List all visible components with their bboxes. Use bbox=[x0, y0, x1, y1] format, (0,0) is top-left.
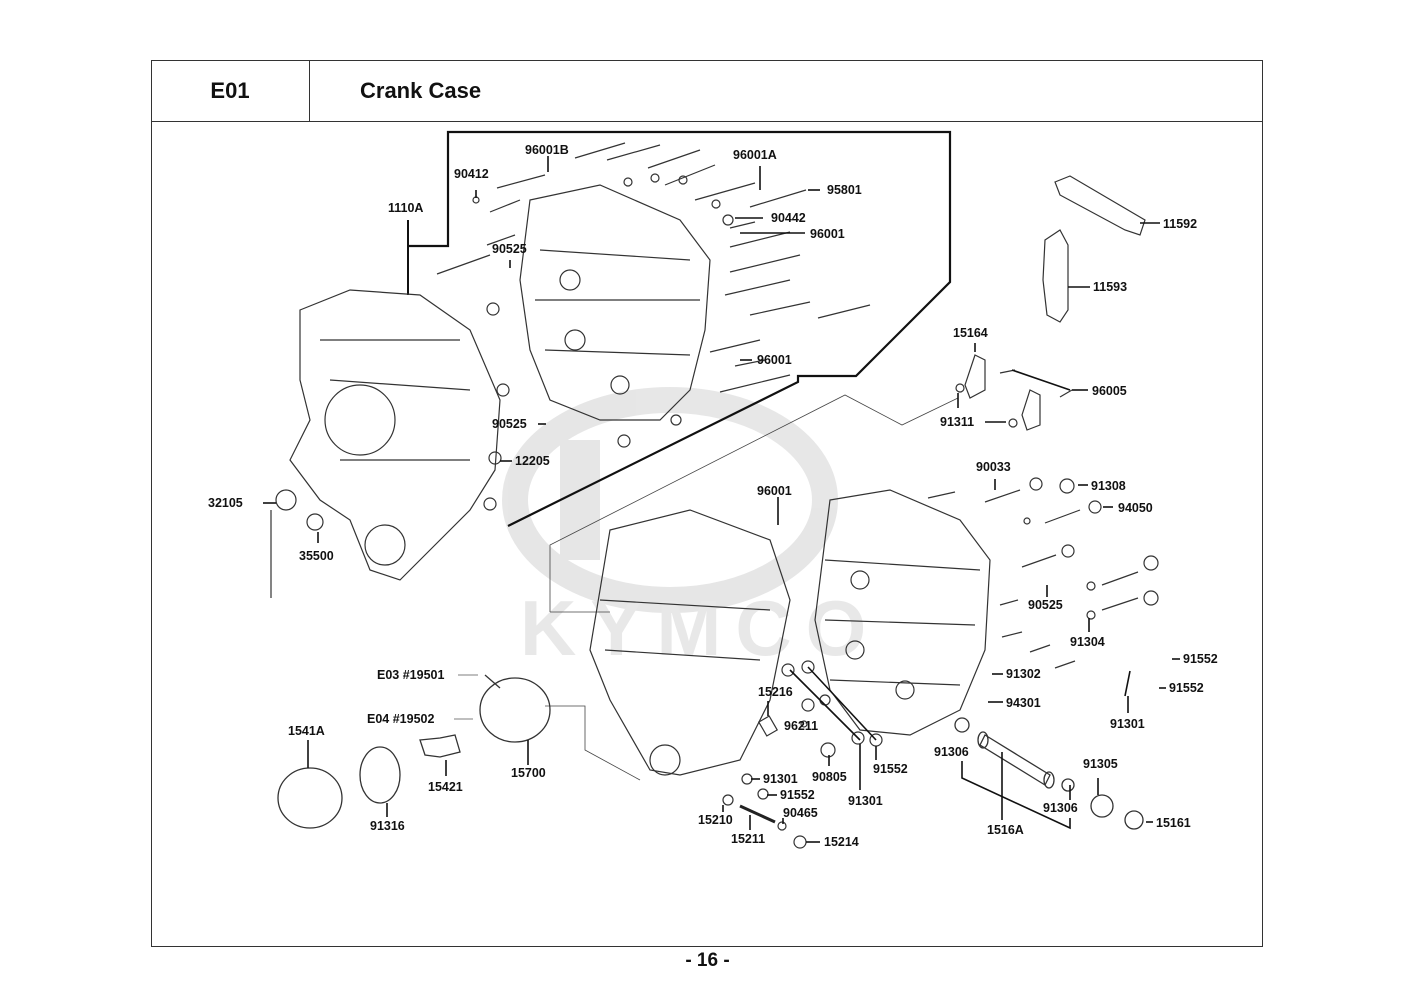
callout-96211[interactable]: 96211 bbox=[784, 719, 818, 733]
lower-middle-small-parts bbox=[722, 660, 883, 849]
callout-96001[interactable]: 96001 bbox=[757, 484, 792, 498]
oil-filter-parts bbox=[277, 674, 551, 829]
dipstick-parts bbox=[270, 489, 324, 598]
crankcase-lower-left bbox=[589, 509, 791, 776]
crankcase-lower-right bbox=[814, 489, 991, 736]
reference-line-1 bbox=[549, 394, 959, 612]
callout-94050[interactable]: 94050 bbox=[1118, 501, 1153, 515]
callout-90442[interactable]: 90442 bbox=[771, 211, 806, 225]
callout-96001[interactable]: 96001 bbox=[810, 227, 845, 241]
callout-91302[interactable]: 91302 bbox=[1006, 667, 1041, 681]
callout-91552[interactable]: 91552 bbox=[873, 762, 908, 776]
callout-91552[interactable]: 91552 bbox=[1183, 652, 1218, 666]
lower-right-dowels bbox=[927, 477, 1159, 669]
callout-91311[interactable]: 91311 bbox=[940, 415, 974, 429]
callout-90033[interactable]: 90033 bbox=[976, 460, 1011, 474]
callout-E04-19502[interactable]: E04 #19502 bbox=[367, 712, 434, 726]
callout-91301[interactable]: 91301 bbox=[1110, 717, 1145, 731]
callout-95801[interactable]: 95801 bbox=[827, 183, 862, 197]
thin-leader-lines bbox=[454, 674, 478, 720]
callout-91304[interactable]: 91304 bbox=[1070, 635, 1105, 649]
upper-bolts bbox=[436, 142, 871, 511]
callout-90525[interactable]: 90525 bbox=[492, 417, 527, 431]
callout-91301[interactable]: 91301 bbox=[763, 772, 798, 786]
callout-90805[interactable]: 90805 bbox=[812, 770, 847, 784]
callout-1516A[interactable]: 1516A bbox=[987, 823, 1024, 837]
reference-line-3 bbox=[545, 705, 641, 781]
callout-90412[interactable]: 90412 bbox=[454, 167, 489, 181]
callout-91305[interactable]: 91305 bbox=[1083, 757, 1118, 771]
callout-91301[interactable]: 91301 bbox=[848, 794, 883, 808]
callout-91306[interactable]: 91306 bbox=[934, 745, 969, 759]
diagram-frame bbox=[151, 60, 1263, 947]
section-title: Crank Case bbox=[360, 78, 482, 103]
crankcase-right-half bbox=[519, 184, 711, 421]
callout-15421[interactable]: 15421 bbox=[428, 780, 463, 794]
callout-91308[interactable]: 91308 bbox=[1091, 479, 1126, 493]
oil-strainer bbox=[954, 717, 1144, 830]
callout-15211[interactable]: 15211 bbox=[731, 832, 765, 846]
callout-1110A[interactable]: 1110A bbox=[388, 201, 423, 215]
callout-96001A[interactable]: 96001A bbox=[733, 148, 777, 162]
callout-15700[interactable]: 15700 bbox=[511, 766, 546, 780]
callout-E03-19501[interactable]: E03 #19501 bbox=[377, 668, 444, 682]
callout-labels: 96001B 90412 1110A 96001A 95801 90442 96… bbox=[208, 143, 1218, 849]
bracket-11593 bbox=[1042, 229, 1069, 323]
bracket-11592 bbox=[1054, 175, 1146, 236]
crankcase-left-half bbox=[289, 289, 501, 581]
callout-91552[interactable]: 91552 bbox=[780, 788, 815, 802]
callout-94301[interactable]: 94301 bbox=[1006, 696, 1041, 710]
upper-group-outline bbox=[408, 130, 952, 527]
callout-15216[interactable]: 15216 bbox=[758, 685, 793, 699]
callout-12205[interactable]: 12205 bbox=[515, 454, 550, 468]
header-divider bbox=[310, 121, 1263, 122]
callout-96005[interactable]: 96005 bbox=[1092, 384, 1127, 398]
callout-15214[interactable]: 15214 bbox=[824, 835, 859, 849]
callout-15161[interactable]: 15161 bbox=[1156, 816, 1191, 830]
watermark-text: KYMCO bbox=[520, 584, 880, 672]
leader-lines bbox=[263, 156, 1180, 843]
callout-96001[interactable]: 96001 bbox=[757, 353, 792, 367]
callout-1541A[interactable]: 1541A bbox=[288, 724, 325, 738]
callout-96001B[interactable]: 96001B bbox=[525, 143, 569, 157]
callout-91552[interactable]: 91552 bbox=[1169, 681, 1204, 695]
callout-90465[interactable]: 90465 bbox=[783, 806, 818, 820]
callout-15164[interactable]: 15164 bbox=[953, 326, 988, 340]
callout-15210[interactable]: 15210 bbox=[698, 813, 733, 827]
callout-91306[interactable]: 91306 bbox=[1043, 801, 1078, 815]
kymco-watermark: KYMCO bbox=[502, 387, 880, 672]
callout-32105[interactable]: 32105 bbox=[208, 496, 243, 510]
callout-91316[interactable]: 91316 bbox=[370, 819, 405, 833]
callout-11592[interactable]: 11592 bbox=[1163, 217, 1197, 231]
callout-35500[interactable]: 35500 bbox=[299, 549, 334, 563]
lever-parts bbox=[955, 354, 1073, 431]
callout-11593[interactable]: 11593 bbox=[1093, 280, 1127, 294]
callout-90525[interactable]: 90525 bbox=[492, 242, 527, 256]
section-code: E01 bbox=[151, 60, 310, 122]
page-number: - 16 - bbox=[685, 950, 730, 971]
callout-90525[interactable]: 90525 bbox=[1028, 598, 1063, 612]
